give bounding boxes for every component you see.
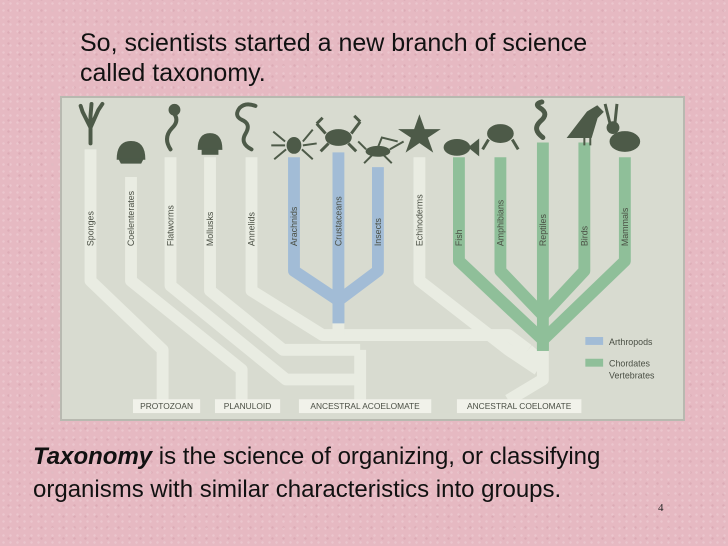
legend-label-vertebrates: Vertebrates xyxy=(609,371,655,381)
heading-line-1: So, scientists started a new branch of s… xyxy=(80,29,588,57)
phylogenetic-tree-diagram: Sponges Coelenterates Flatworms Mollusks… xyxy=(60,96,685,421)
ancestor-label-acoelomate: ANCESTRAL ACOELOMATE xyxy=(310,401,420,411)
definition-line-1: Taxonomy is the science of organizing, o… xyxy=(33,440,713,473)
ancestor-label-planuloid: PLANULOID xyxy=(224,401,271,411)
definition-text: Taxonomy is the science of organizing, o… xyxy=(33,440,713,506)
group-label: Birds xyxy=(579,225,589,246)
frog-icon xyxy=(481,124,520,151)
group-label: Mammals xyxy=(620,207,630,246)
group-label: Arachnids xyxy=(289,206,299,246)
group-label: Crustaceans xyxy=(333,196,343,246)
flatworm-icon xyxy=(165,103,181,152)
ancestor-label-coelomate: ANCESTRAL COELOMATE xyxy=(467,401,572,411)
heading-line-2: called taxonomy. xyxy=(80,59,266,87)
diagram-legend: Arthropods Chordates Vertebrates xyxy=(585,337,655,381)
group-label: Sponges xyxy=(85,211,95,247)
group-label: Echinoderms xyxy=(414,194,424,246)
crab-icon xyxy=(315,114,362,153)
rabbit-icon xyxy=(603,103,641,152)
group-labels: Sponges Coelenterates Flatworms Mollusks… xyxy=(85,190,629,246)
group-label: Flatworms xyxy=(165,205,175,246)
coral-icon xyxy=(116,140,146,164)
group-label: Mollusks xyxy=(205,211,215,246)
organism-silhouettes xyxy=(78,99,641,164)
ancestor-label-protozoan: PROTOZOAN xyxy=(140,401,193,411)
slide-number: 4 xyxy=(658,502,664,514)
shell-icon xyxy=(197,133,223,155)
slide-heading: So, scientists started a new branch of s… xyxy=(80,28,680,88)
insect-icon xyxy=(357,136,405,164)
sponge-icon xyxy=(78,101,105,146)
arthropod-branches xyxy=(288,152,384,324)
legend-swatch-chordates xyxy=(585,358,604,367)
definition-term: Taxonomy xyxy=(33,443,153,470)
group-label: Amphibians xyxy=(495,199,505,246)
group-label: Reptiles xyxy=(538,214,548,247)
worm-icon xyxy=(235,102,258,152)
fish-icon xyxy=(443,138,480,157)
spider-icon xyxy=(271,128,317,160)
group-label: Coelenterates xyxy=(126,190,136,246)
ancestor-boxes: PROTOZOAN PLANULOID ANCESTRAL ACOELOMATE… xyxy=(132,399,582,414)
legend-label-chordates: Chordates xyxy=(609,359,651,369)
definition-rest: is the science of organizing, or classif… xyxy=(152,443,601,470)
legend-swatch-arthropods xyxy=(585,337,604,345)
group-label: Annelids xyxy=(246,212,256,247)
chordate-branches xyxy=(452,142,631,351)
bird-icon xyxy=(566,105,604,146)
starfish-icon xyxy=(398,114,441,153)
snake-icon xyxy=(534,99,548,140)
legend-label-arthropods: Arthropods xyxy=(609,337,653,347)
group-label: Fish xyxy=(454,229,464,246)
definition-line-2: organisms with similar characteristics i… xyxy=(33,476,562,503)
group-label: Insects xyxy=(373,217,383,246)
neutral-branches xyxy=(84,149,549,406)
